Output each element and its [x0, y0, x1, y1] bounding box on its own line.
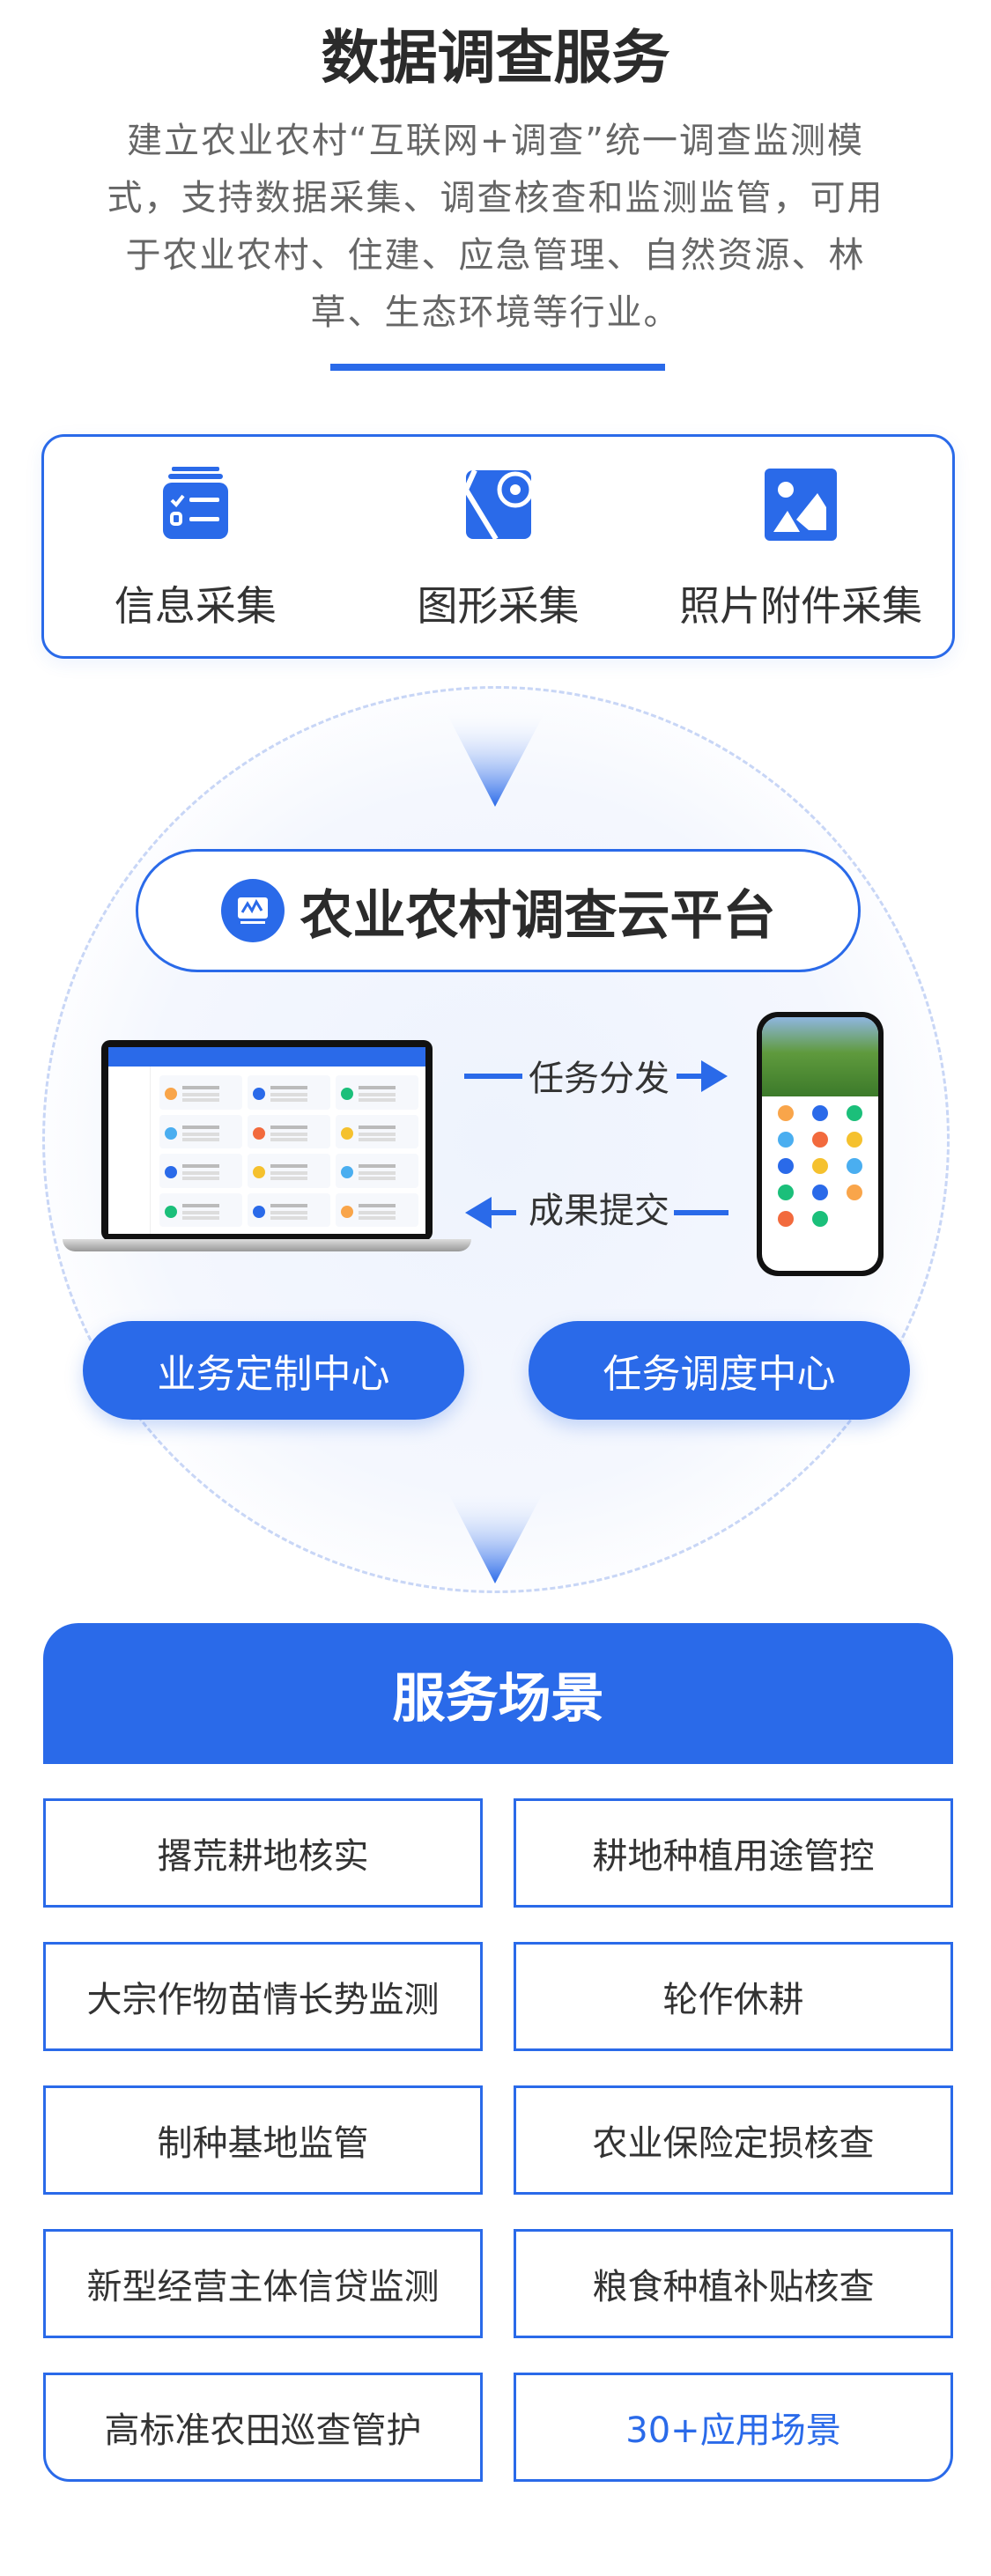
task-dispatch-center-button[interactable]: 任务调度中心	[529, 1321, 910, 1420]
scene-item: 高标准农田巡查管护	[43, 2373, 483, 2482]
collection-label: 照片附件采集	[679, 582, 923, 630]
laptop-mockup	[63, 1040, 471, 1260]
scene-item: 轮作休耕	[514, 1942, 953, 2051]
down-arrow-icon	[445, 1487, 546, 1583]
scene-item: 撂荒耕地核实	[43, 1798, 483, 1908]
right-arrow-icon	[677, 1060, 728, 1092]
left-arrow-icon	[465, 1197, 516, 1229]
dispatch-line	[464, 1074, 522, 1079]
submit-line	[674, 1210, 728, 1215]
page-description: 建立农业农村“互联网+调查”统一调查监测模式，支持数据采集、调查核查和监测监管，…	[107, 121, 884, 333]
phone-mockup	[757, 1012, 884, 1276]
scene-item: 农业保险定损核查	[514, 2085, 953, 2195]
collection-item-photo: 照片附件采集	[649, 437, 952, 656]
scene-item: 新型经营主体信贷监测	[43, 2229, 483, 2338]
page-title: 数据调查服务	[321, 24, 670, 92]
collection-label: 信息采集	[114, 582, 277, 630]
collection-card: 信息采集 图形采集 照片附件采集	[41, 434, 955, 659]
platform-title: 农业农村调查云平台	[300, 884, 776, 947]
scene-item: 大宗作物苗情长势监测	[43, 1942, 483, 2051]
scenes-title: 服务场景	[43, 1623, 953, 1764]
collection-label: 图形采集	[417, 582, 580, 630]
scene-item: 粮食种植补贴核查	[514, 2229, 953, 2338]
chart-monitor-icon	[220, 879, 285, 942]
collection-item-info: 信息采集	[44, 437, 347, 656]
business-customization-center-button[interactable]: 业务定制中心	[83, 1321, 464, 1420]
checklist-icon	[162, 467, 228, 539]
dispatch-label: 任务分发	[529, 1059, 669, 1099]
scene-item: 制种基地监管	[43, 2085, 483, 2195]
more-scenes-link[interactable]: 30+应用场景	[514, 2373, 953, 2482]
collection-item-graphic: 图形采集	[347, 437, 650, 656]
image-icon	[765, 469, 838, 541]
map-pin-icon	[462, 469, 533, 541]
platform-title-pill: 农业农村调查云平台	[136, 849, 861, 972]
title-divider	[330, 364, 665, 371]
down-arrow-icon	[445, 710, 546, 807]
scene-item: 耕地种植用途管控	[514, 1798, 953, 1908]
submit-label: 成果提交	[529, 1191, 669, 1231]
